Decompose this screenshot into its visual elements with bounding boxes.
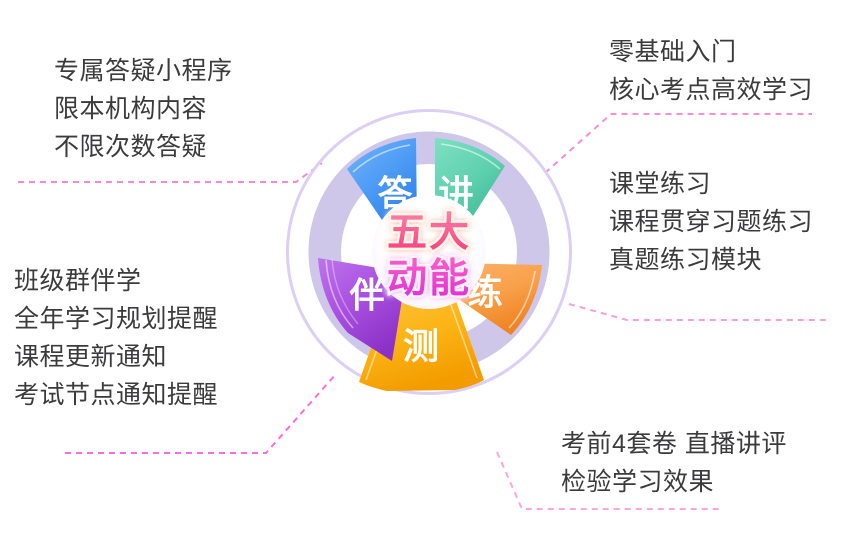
callout-companion: 班级群伴学 全年学习规划提醒 课程更新通知 考试节点通知提醒 — [14, 262, 218, 414]
callout-test-line-1: 考前4套卷 直播讲评 — [561, 430, 787, 458]
callout-teach-line-1: 零基础入门 — [609, 38, 737, 66]
outer-ring — [286, 109, 572, 395]
callout-answer-line-3: 不限次数答疑 — [54, 133, 208, 161]
callout-test-line-2: 检验学习效果 — [561, 468, 715, 496]
center-label-line1: 五大 — [387, 211, 471, 255]
five-engines-wheel: 讲 练 测 — [285, 108, 573, 396]
callout-teach: 零基础入门 核心考点高效学习 — [609, 33, 813, 109]
center-label: 五大 动能 — [385, 208, 472, 303]
callout-companion-line-3: 课程更新通知 — [14, 343, 168, 371]
callout-teach-line-2: 核心考点高效学习 — [609, 76, 814, 104]
callout-practice-line-2: 课程贯穿习题练习 — [609, 208, 814, 236]
callout-companion-line-1: 班级群伴学 — [14, 267, 142, 295]
callout-practice: 课堂练习 课程贯穿习题练习 真题练习模块 — [609, 165, 813, 279]
callout-answer-line-2: 限本机构内容 — [54, 95, 208, 123]
center-hub — [372, 195, 486, 309]
callout-answer: 专属答疑小程序 限本机构内容 不限次数答疑 — [54, 52, 233, 166]
callout-practice-line-3: 真题练习模块 — [609, 246, 763, 274]
callout-companion-line-4: 考试节点通知提醒 — [14, 381, 219, 409]
callout-test: 考前4套卷 直播讲评 检验学习效果 — [561, 425, 787, 501]
callout-answer-line-1: 专属答疑小程序 — [54, 57, 233, 85]
petal-companion-label: 伴 — [348, 276, 384, 315]
petal-test-label: 测 — [403, 326, 439, 367]
center-label-line2: 动能 — [387, 257, 471, 301]
connector-practice — [568, 303, 828, 321]
callout-companion-line-2: 全年学习规划提醒 — [14, 305, 219, 333]
callout-practice-line-1: 课堂练习 — [609, 170, 712, 198]
